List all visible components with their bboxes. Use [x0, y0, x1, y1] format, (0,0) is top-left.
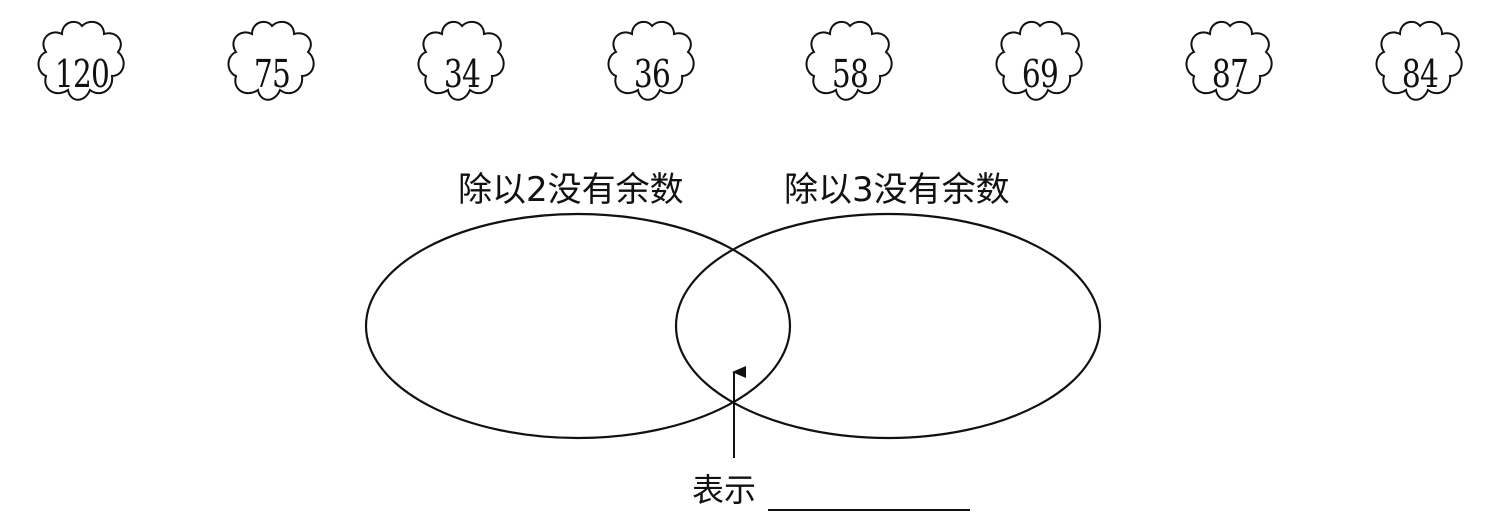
flower-outline-icon: [417, 20, 505, 101]
right-set-label: 除以3没有余数: [784, 170, 1010, 210]
flower-number: 120: [54, 52, 110, 96]
flower-number: 75: [253, 52, 291, 96]
intersection-caption-row: 表示: [692, 465, 971, 511]
number-flower: 87: [1182, 14, 1278, 110]
number-flower: 36: [604, 14, 700, 110]
flower-outline-icon: [37, 20, 125, 101]
flower-number: 36: [633, 52, 671, 96]
flower-outline-icon: [607, 20, 695, 101]
number-flower: 34: [414, 14, 510, 110]
number-flower: 120: [34, 14, 130, 110]
left-set-ellipse: [364, 212, 792, 440]
number-flower: 75: [224, 14, 320, 110]
right-set-ellipse: [674, 212, 1102, 440]
flower-number: 34: [443, 52, 481, 96]
answer-blank[interactable]: [768, 479, 971, 511]
flower-number: 69: [1021, 52, 1059, 96]
number-flower: 84: [1372, 14, 1468, 110]
flower-outline-icon: [805, 20, 893, 101]
flower-number: 84: [1401, 52, 1439, 96]
number-flower: 69: [992, 14, 1088, 110]
flower-outline-icon: [1375, 20, 1463, 101]
flower-number: 87: [1211, 52, 1249, 96]
flower-outline-icon: [1185, 20, 1273, 101]
number-flower: 58: [802, 14, 898, 110]
left-set-label: 除以2没有余数: [458, 170, 684, 210]
flower-number: 58: [831, 52, 869, 96]
intersection-caption: 表示: [692, 471, 757, 509]
flower-outline-icon: [227, 20, 315, 101]
flower-outline-icon: [995, 20, 1083, 101]
